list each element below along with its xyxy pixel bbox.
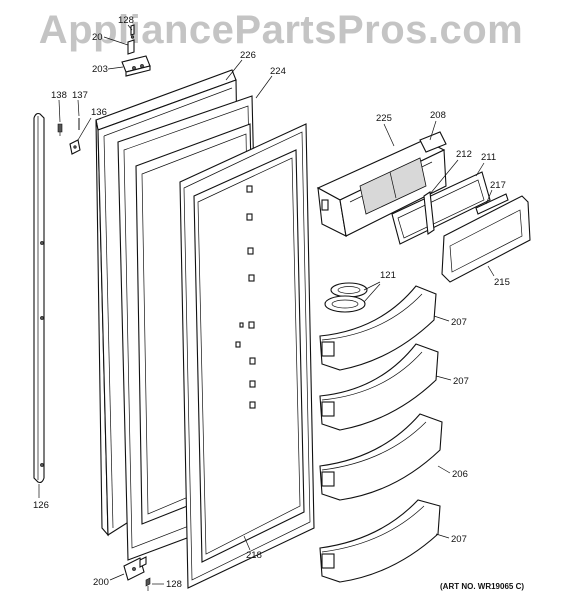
callout-number: 224 — [270, 66, 286, 77]
callout-208: 208 — [429, 110, 446, 141]
callout-number: 206 — [452, 469, 468, 480]
callout-206: 206 — [437, 465, 468, 480]
bottom-hinge — [123, 556, 151, 591]
callout-224: 224 — [255, 66, 286, 99]
callout-226: 226 — [225, 50, 256, 81]
callout-number: 208 — [430, 110, 446, 121]
watermark-text: AppliancePartsPros.com — [38, 8, 524, 52]
callout-126: 126 — [33, 484, 49, 511]
callout-number: 217 — [490, 180, 506, 191]
door-gasket — [179, 123, 315, 589]
callout-207-b: 207 — [435, 375, 469, 387]
callout-number: 211 — [481, 152, 496, 163]
door-bin-2 — [319, 343, 439, 431]
callout-number: 128 — [166, 579, 182, 590]
callout-number: 226 — [240, 50, 256, 61]
callout-128-top: 128 — [118, 15, 134, 31]
door-bin-3 — [319, 413, 443, 501]
callout-number: 136 — [91, 107, 107, 118]
callout-138: 138 — [51, 90, 67, 123]
callout-211: 211 — [475, 152, 496, 177]
callout-128-bottom: 128 — [152, 579, 182, 590]
callout-number: 212 — [456, 149, 472, 160]
callout-121: 121 — [363, 270, 396, 303]
callout-number: 203 — [92, 64, 108, 75]
door-bin-4 — [319, 499, 441, 583]
bracket-136 — [69, 139, 81, 155]
callout-number: 121 — [380, 270, 396, 281]
callout-20: 20 — [92, 32, 129, 46]
door-bin-1 — [319, 285, 437, 371]
callout-number: 215 — [494, 277, 510, 288]
dairy-door-front — [441, 193, 531, 283]
callout-203: 203 — [92, 64, 124, 75]
callout-137: 137 — [72, 90, 88, 117]
callout-200: 200 — [93, 573, 125, 588]
dairy-compartment — [316, 131, 447, 237]
callout-number: 137 — [72, 90, 88, 101]
callout-number: 20 — [92, 32, 103, 43]
callout-217: 217 — [485, 180, 506, 205]
callout-number: 138 — [51, 90, 67, 101]
handle-rail — [33, 112, 45, 484]
liner-shelf-supports — [235, 185, 256, 409]
callout-number: 207 — [451, 317, 467, 328]
callout-number: 207 — [453, 376, 469, 387]
egg-trays — [324, 282, 368, 313]
dairy-door — [391, 171, 491, 245]
art-number: (ART NO. WR19065 C) — [440, 582, 524, 591]
callout-number: 128 — [118, 15, 134, 26]
callout-212: 212 — [429, 149, 472, 195]
callout-218: 218 — [243, 535, 262, 561]
callout-136: 136 — [77, 107, 107, 141]
callout-207-c: 207 — [435, 533, 467, 545]
callout-215: 215 — [487, 265, 510, 288]
callout-225: 225 — [376, 113, 395, 147]
callout-number: 200 — [93, 577, 109, 588]
callout-number: 225 — [376, 113, 392, 124]
top-hinge — [121, 24, 151, 77]
callout-number: 126 — [33, 500, 49, 511]
screw-138 — [57, 123, 63, 136]
callout-number: 218 — [246, 550, 262, 561]
callout-number: 207 — [451, 534, 467, 545]
callout-207-a: 207 — [433, 315, 467, 328]
